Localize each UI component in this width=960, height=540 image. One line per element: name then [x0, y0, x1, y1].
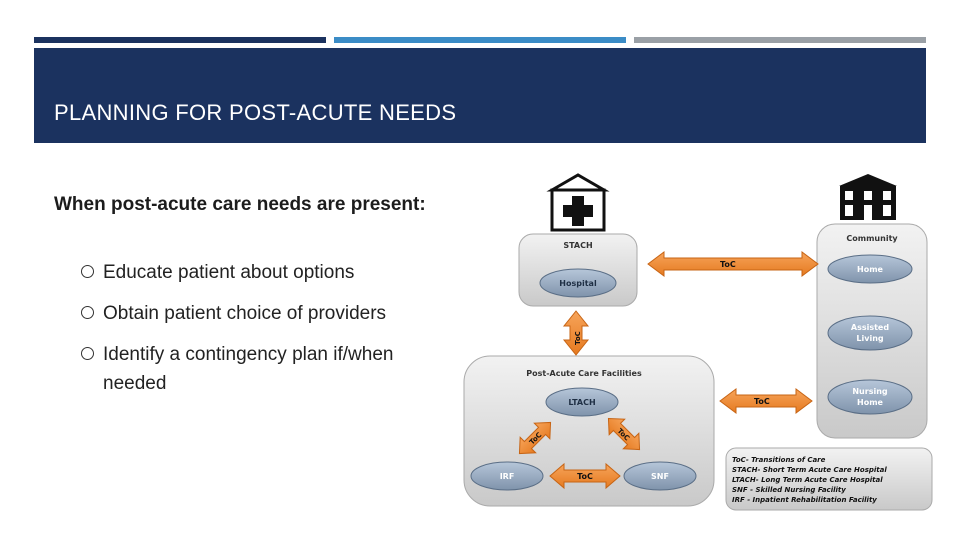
- nursing-home-oval: [827, 379, 913, 415]
- ltach-oval: [545, 387, 619, 417]
- snf-oval: [623, 461, 697, 491]
- assisted-living-label-1: Assisted: [851, 323, 889, 332]
- accent-stripe-blue: [334, 37, 626, 43]
- svg-text:ToC: ToC: [754, 397, 770, 406]
- toc-arrow-pac-nursing: ToC: [719, 388, 813, 414]
- home-label: Home: [857, 265, 884, 274]
- bullet-item: Obtain patient choice of providers: [78, 299, 438, 328]
- irf-oval: [470, 461, 544, 491]
- assisted-living-oval: [827, 315, 913, 351]
- toc-arrow-irf-snf: ToC: [549, 462, 621, 490]
- accent-stripe-dark: [34, 37, 326, 43]
- slide-title: PLANNING FOR POST-ACUTE NEEDS: [54, 100, 457, 125]
- legend-line: ToC- Transitions of Care: [732, 456, 826, 464]
- hospital-cross-icon: [546, 173, 610, 232]
- community-building-icon: [839, 174, 897, 220]
- home-oval: [827, 254, 913, 284]
- legend-line: SNF - Skilled Nursing Facility: [732, 486, 846, 494]
- pac-label: Post-Acute Care Facilities: [526, 369, 642, 378]
- legend-line: LTACH- Long Term Acute Care Hospital: [732, 476, 883, 484]
- legend-line: STACH- Short Term Acute Care Hospital: [732, 466, 887, 474]
- svg-text:ToC: ToC: [720, 260, 736, 269]
- toc-arrow-stach-community: ToC: [647, 251, 819, 277]
- legend-line: IRF - Inpatient Rehabilitation Facility: [732, 496, 877, 504]
- nursing-home-label-1: Nursing: [852, 387, 888, 396]
- ltach-label: LTACH: [568, 398, 595, 407]
- circle-bullet-icon: [81, 347, 94, 360]
- title-banner: PLANNING FOR POST-ACUTE NEEDS: [34, 48, 926, 143]
- bullet-item: Identify a contingency plan if/when need…: [78, 340, 438, 398]
- bullet-item: Educate patient about options: [78, 258, 438, 287]
- svg-text:ToC: ToC: [574, 331, 582, 345]
- irf-label: IRF: [500, 472, 515, 481]
- legend-box: [725, 447, 933, 511]
- accent-stripe-gray: [634, 37, 926, 43]
- stach-label: STACH: [563, 241, 592, 250]
- assisted-living-label-2: Living: [856, 334, 883, 343]
- lead-text: When post-acute care needs are present:: [54, 194, 426, 215]
- bullet-list: Educate patient about options Obtain pat…: [78, 258, 438, 410]
- hospital-oval: [539, 268, 617, 298]
- svg-text:ToC: ToC: [577, 472, 593, 481]
- post-acute-diagram: STACH Hospital Community Home Assisted L…: [462, 170, 936, 526]
- community-label: Community: [846, 234, 898, 243]
- hospital-label: Hospital: [559, 279, 597, 288]
- circle-bullet-icon: [81, 265, 94, 278]
- snf-label: SNF: [651, 472, 669, 481]
- nursing-home-label-2: Home: [857, 398, 884, 407]
- toc-arrow-stach-pac: ToC: [562, 310, 590, 356]
- circle-bullet-icon: [81, 306, 94, 319]
